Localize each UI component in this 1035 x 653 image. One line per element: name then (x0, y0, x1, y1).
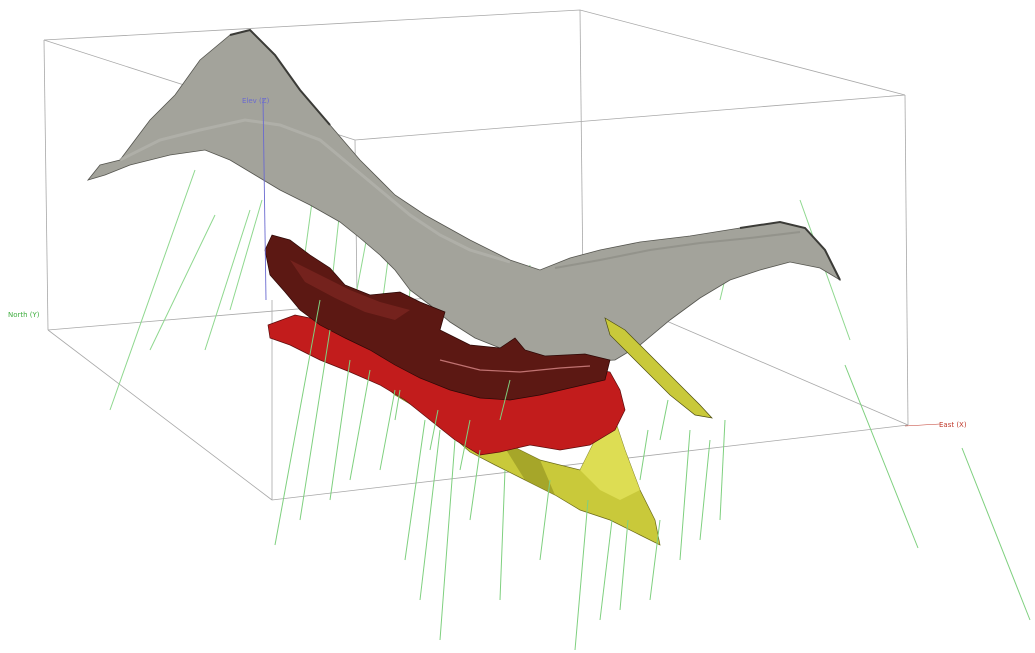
drillholes-front (274, 299, 1031, 651)
back-drillhole-0 (109, 169, 196, 411)
topography-surface[interactable] (86, 28, 841, 363)
front-drillhole-4 (379, 389, 396, 471)
front-drillhole-2 (329, 359, 351, 501)
east-axis-tick (904, 423, 941, 427)
front-drillhole-11 (574, 499, 589, 651)
front-drillhole-12 (599, 519, 613, 621)
front-drillhole-0 (274, 299, 321, 546)
front-drillhole-9 (499, 469, 506, 601)
front-drillhole-6 (419, 429, 441, 601)
ore-body-group[interactable] (264, 234, 713, 546)
back-drillhole-3 (229, 199, 263, 311)
front-drillhole-3 (349, 369, 371, 481)
north-axis-label: North (Y) (8, 311, 40, 319)
front-drillhole-17 (719, 419, 726, 521)
front-drillhole-13 (619, 519, 629, 611)
back-drillhole-1 (149, 214, 216, 351)
up-axis (262, 97, 267, 301)
front-drillhole-24 (639, 429, 649, 481)
front-drillhole-14 (649, 519, 661, 601)
front-drillhole-23 (394, 389, 401, 421)
front-drillhole-21 (459, 419, 471, 471)
front-drillhole-19 (961, 447, 1031, 621)
back-drillhole-2 (204, 209, 251, 351)
front-drillhole-22 (429, 409, 439, 451)
front-drillhole-5 (404, 419, 426, 561)
up-axis-label: Elev (Z) (242, 97, 270, 105)
front-drillhole-8 (469, 449, 481, 521)
front-drillhole-7 (439, 439, 456, 641)
front-drillhole-25 (659, 399, 669, 441)
front-drillhole-18 (844, 364, 919, 549)
east-axis-label: East (X) (939, 421, 967, 429)
front-drillhole-20 (499, 379, 511, 421)
front-drillhole-16 (699, 439, 711, 541)
front-drillhole-10 (539, 479, 551, 561)
front-drillhole-15 (679, 429, 691, 561)
front-drillhole-1 (299, 329, 331, 521)
